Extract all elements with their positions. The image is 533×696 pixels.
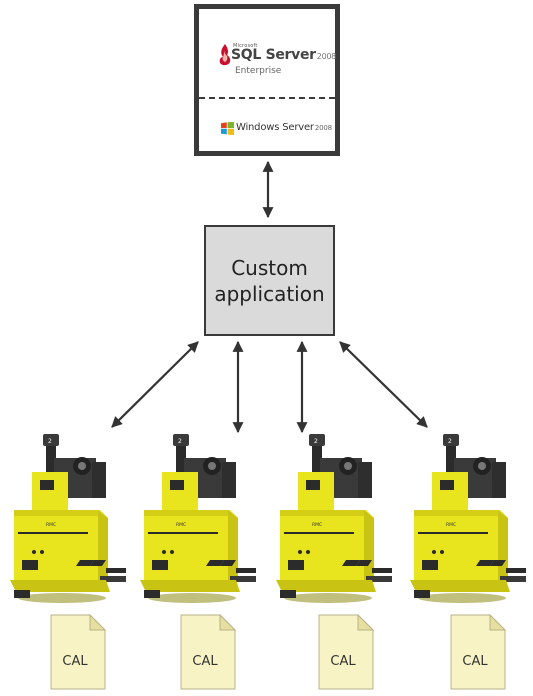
sql-server-flame-icon xyxy=(219,44,231,66)
document-icon xyxy=(450,614,506,690)
server-stack-divider xyxy=(199,97,335,99)
svg-text:2: 2 xyxy=(178,438,182,445)
vehicle-badge: RMC xyxy=(46,522,56,528)
windows-flag-icon xyxy=(221,122,234,135)
svg-text:2: 2 xyxy=(314,438,318,445)
vehicle-1: 2 RMC xyxy=(10,432,128,610)
sql-vendor-text: Microsoft xyxy=(233,43,258,49)
server-stack-box: Microsoft SQL Server2008 Enterprise Wind… xyxy=(194,4,340,156)
custom-app-label-line2: application xyxy=(214,281,325,306)
svg-text:2: 2 xyxy=(448,438,452,445)
vehicle-badge: RMC xyxy=(446,522,456,528)
custom-application-box: Custom application xyxy=(204,225,335,336)
vehicle-badge: RMC xyxy=(176,522,186,528)
arrow-app-to-vehicle-1 xyxy=(111,341,199,428)
arrow-app-to-vehicle-4 xyxy=(339,341,428,428)
windows-version-text: 2008 xyxy=(314,124,332,132)
vehicle-badge: RMC xyxy=(312,522,322,528)
document-icon xyxy=(50,614,106,690)
cal-label: CAL xyxy=(462,654,488,669)
cal-label: CAL xyxy=(62,654,88,669)
document-icon xyxy=(180,614,236,690)
vehicle-4: 2 RMC xyxy=(410,432,528,610)
sql-server-logo: Microsoft SQL Server2008 Enterprise xyxy=(213,37,336,87)
cal-document-4: CAL xyxy=(450,614,506,690)
cal-document-2: CAL xyxy=(180,614,236,690)
windows-server-logo: Windows Server2008 xyxy=(213,119,337,139)
sql-product-text: SQL Server2008 xyxy=(231,47,336,63)
vehicle-illustration: 2 RMC xyxy=(276,434,392,603)
cal-document-1: CAL xyxy=(50,614,106,690)
cal-label: CAL xyxy=(192,654,218,669)
svg-text:2: 2 xyxy=(48,438,52,445)
document-icon xyxy=(318,614,374,690)
vehicle-illustration: 2 RMC xyxy=(140,434,256,603)
custom-app-label-line1: Custom xyxy=(231,255,308,280)
vehicle-2: 2 RMC xyxy=(140,432,258,610)
vehicle-3: 2 RMC xyxy=(276,432,394,610)
windows-server-text: Windows Server2008 xyxy=(236,122,332,133)
cal-document-3: CAL xyxy=(318,614,374,690)
sql-version-text: 2008 xyxy=(316,52,336,61)
vehicle-illustration: 2 RMC xyxy=(410,434,526,603)
sql-edition-text: Enterprise xyxy=(235,66,282,76)
vehicle-illustration: 2 RMC xyxy=(10,434,126,603)
cal-label: CAL xyxy=(330,654,356,669)
